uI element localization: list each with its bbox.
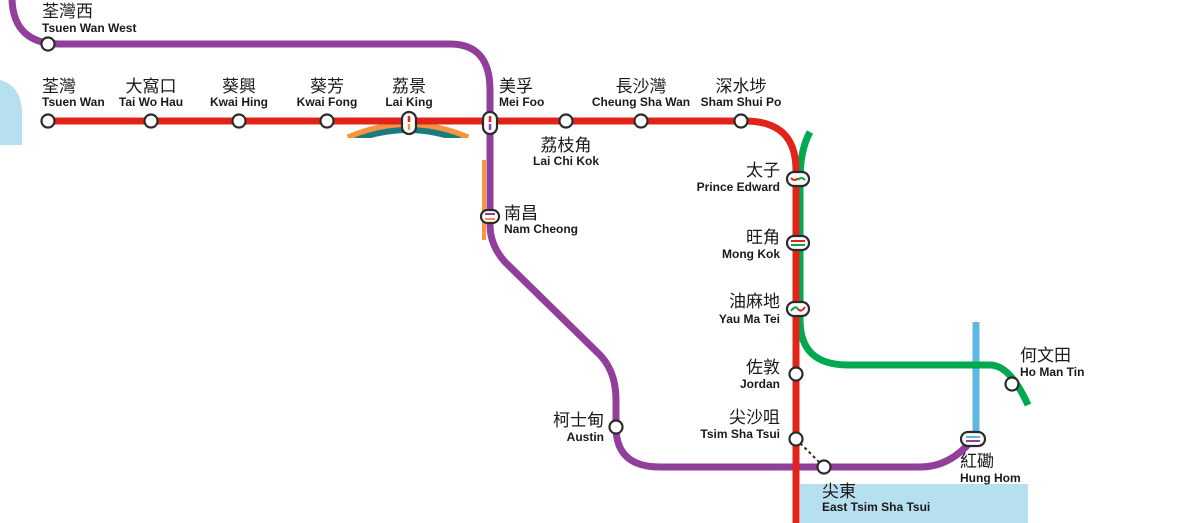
label-east-tsim-sha-tsui-en: East Tsim Sha Tsui xyxy=(822,500,930,514)
label-jordan-en: Jordan xyxy=(740,377,780,391)
label-tsuen-wan-west-en: Tsuen Wan West xyxy=(42,21,136,35)
station-kwai-fong[interactable] xyxy=(319,113,335,129)
label-tsim-sha-tsui-zh: 尖沙咀 xyxy=(729,408,780,428)
station-tsuen-wan[interactable] xyxy=(40,113,56,129)
label-nam-cheong-zh: 南昌 xyxy=(504,204,538,224)
label-kwai-fong-zh: 葵芳 xyxy=(310,77,344,97)
label-jordan-zh: 佐敦 xyxy=(746,358,780,378)
label-cheung-sha-wan-en: Cheung Sha Wan xyxy=(592,95,690,109)
label-mong-kok-en: Mong Kok xyxy=(722,247,780,261)
station-austin[interactable] xyxy=(608,419,624,435)
label-prince-edward-zh: 太子 xyxy=(746,161,780,181)
label-kwai-fong-en: Kwai Fong xyxy=(297,95,358,109)
label-sham-shui-po-zh: 深水埗 xyxy=(716,77,767,97)
station-hung-hom[interactable] xyxy=(959,430,987,448)
label-cheung-sha-wan-zh: 長沙灣 xyxy=(616,77,667,97)
station-lai-chi-kok[interactable] xyxy=(558,113,574,129)
label-ho-man-tin-en: Ho Man Tin xyxy=(1020,365,1084,379)
kwun-tong-line xyxy=(796,130,1032,407)
label-kwai-hing-zh: 葵興 xyxy=(222,77,256,97)
label-nam-cheong-en: Nam Cheong xyxy=(504,222,578,236)
label-hung-hom-zh: 紅磡 xyxy=(960,452,994,472)
tsuen-wan-line xyxy=(48,117,800,523)
station-ho-man-tin[interactable] xyxy=(1004,376,1020,392)
water-area-west xyxy=(0,80,22,145)
label-austin-zh: 柯士甸 xyxy=(553,411,604,431)
label-mei-foo-zh: 美孚 xyxy=(499,77,533,97)
station-mong-kok[interactable] xyxy=(785,234,811,252)
label-tsuen-wan-en: Tsuen Wan xyxy=(42,95,105,109)
label-ho-man-tin-zh: 何文田 xyxy=(1020,346,1071,366)
station-nam-cheong[interactable] xyxy=(479,208,501,225)
tuen-ma-line xyxy=(8,0,975,471)
station-mei-foo[interactable] xyxy=(481,110,499,136)
station-tai-wo-hau[interactable] xyxy=(143,113,159,129)
line-mask xyxy=(340,138,480,146)
label-tai-wo-hau-zh: 大窩口 xyxy=(126,77,177,97)
label-tsuen-wan-zh: 荃灣 xyxy=(42,77,76,97)
label-lai-chi-kok-zh: 荔枝角 xyxy=(541,136,592,156)
label-east-tsim-sha-tsui-zh: 尖東 xyxy=(822,482,856,502)
label-mei-foo-en: Mei Foo xyxy=(499,95,544,109)
label-sham-shui-po-en: Sham Shui Po xyxy=(701,95,782,109)
label-tsim-sha-tsui-en: Tsim Sha Tsui xyxy=(700,427,780,441)
station-east-tsim-sha-tsui[interactable] xyxy=(816,459,832,475)
label-yau-ma-tei-en: Yau Ma Tei xyxy=(719,312,780,326)
label-lai-king-en: Lai King xyxy=(385,95,432,109)
label-austin-en: Austin xyxy=(567,430,604,444)
label-tsuen-wan-west-zh: 荃灣西 xyxy=(42,2,93,22)
label-tai-wo-hau-en: Tai Wo Hau xyxy=(119,95,183,109)
label-yau-ma-tei-zh: 油麻地 xyxy=(729,292,780,312)
station-tsim-sha-tsui[interactable] xyxy=(788,431,804,447)
label-hung-hom-en: Hung Hom xyxy=(960,471,1021,485)
station-tsuen-wan-west[interactable] xyxy=(40,36,56,52)
station-yau-ma-tei[interactable] xyxy=(785,300,811,318)
water-area-harbour xyxy=(800,484,1028,523)
station-sham-shui-po[interactable] xyxy=(733,113,749,129)
label-lai-king-zh: 荔景 xyxy=(392,77,426,97)
label-mong-kok-zh: 旺角 xyxy=(746,228,780,248)
label-lai-chi-kok-en: Lai Chi Kok xyxy=(533,154,599,168)
station-lai-king[interactable] xyxy=(400,110,418,136)
station-kwai-hing[interactable] xyxy=(231,113,247,129)
label-prince-edward-en: Prince Edward xyxy=(697,180,780,194)
station-jordan[interactable] xyxy=(788,366,804,382)
label-kwai-hing-en: Kwai Hing xyxy=(210,95,268,109)
station-prince-edward[interactable] xyxy=(785,170,811,188)
station-cheung-sha-wan[interactable] xyxy=(633,113,649,129)
